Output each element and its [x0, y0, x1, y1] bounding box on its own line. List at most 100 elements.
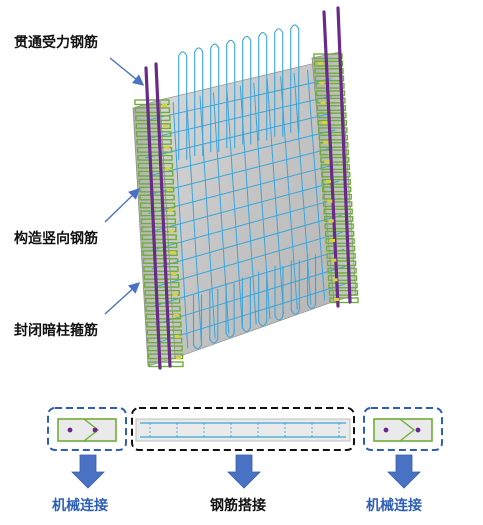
stirrup-left	[147, 353, 184, 360]
tie-mark	[334, 298, 339, 301]
tie-mark	[330, 239, 335, 242]
lap-bar-bottom	[307, 254, 317, 309]
lap-bar-bottom	[241, 277, 251, 333]
stirrup-right	[313, 53, 343, 60]
stirrup-right	[324, 223, 354, 230]
stirrup-left	[135, 131, 172, 137]
stirrup-right	[323, 215, 354, 222]
stirrup-right	[325, 245, 356, 252]
tie-mark	[170, 251, 176, 254]
stirrup-right	[323, 208, 353, 215]
stirrup-right	[329, 297, 359, 304]
mesh-horizontal-bar	[147, 146, 337, 196]
tie-mark	[165, 167, 171, 170]
lap-bar-top	[274, 28, 284, 137]
stirrup-left	[136, 146, 173, 153]
main-bars	[144, 6, 352, 370]
stirrup-left	[147, 345, 183, 352]
stirrup-right	[318, 134, 349, 141]
stirrup-right	[325, 238, 355, 245]
lap-bar-top	[210, 43, 220, 153]
main-bar-right-1	[322, 10, 340, 308]
lap-bar-bottom	[290, 260, 300, 315]
mesh-horizontal-bar	[151, 214, 342, 270]
left-bar-dot-1	[67, 427, 73, 433]
stirrup-left	[145, 305, 181, 312]
stirrup-left	[142, 250, 178, 257]
stirrup-right	[315, 82, 345, 89]
stirrup-left	[144, 281, 180, 288]
stirrup-left	[134, 99, 170, 106]
left-tie-triangle	[83, 418, 100, 442]
down-arrow-left	[71, 454, 105, 489]
lap-bar-bottom	[225, 283, 235, 338]
stirrup-left	[136, 138, 172, 145]
stirrup-right	[313, 60, 344, 67]
down-arrow-right	[387, 454, 421, 489]
tie-mark	[162, 104, 167, 107]
lap-bar-bottom	[209, 289, 219, 344]
stirrups-left	[134, 99, 184, 368]
right-tie-triangle	[399, 418, 416, 442]
tie-mark	[169, 230, 174, 233]
lap-bar-top	[178, 51, 188, 160]
lap-splice-frame	[131, 407, 355, 451]
stirrups-right	[313, 53, 359, 304]
tie-mark	[332, 278, 338, 282]
tie-mark	[174, 335, 180, 338]
mesh-vertical-bar	[186, 98, 202, 344]
right-bar-dot-2	[415, 427, 421, 433]
stirrup-left	[146, 321, 182, 328]
mesh-horizontal-bar	[145, 112, 334, 159]
stirrup-right	[319, 149, 350, 156]
stirrup-left	[141, 234, 177, 241]
stirrup-right	[322, 186, 352, 193]
tie-mark	[324, 160, 330, 164]
tie-mark	[320, 101, 326, 105]
lap-bar-top	[258, 32, 268, 141]
stirrup-right	[322, 193, 352, 200]
stirrup-left	[143, 273, 180, 280]
stirrup-left	[143, 266, 179, 272]
mesh-horizontal-bar	[155, 282, 347, 344]
mesh-horizontal-bar	[150, 197, 341, 251]
plan-label-middle: 钢筋搭接	[210, 498, 266, 514]
stirrup-left	[141, 242, 178, 249]
leader-closed-stirrup	[104, 282, 141, 315]
right-connection-frame	[363, 407, 443, 451]
main-bar-left-1	[144, 66, 162, 370]
tie-mark	[173, 314, 179, 317]
stirrup-right	[316, 105, 347, 111]
stirrup-left	[141, 226, 177, 233]
tie-mark	[327, 199, 333, 203]
lap-bar-top	[290, 24, 300, 133]
stirrup-left	[134, 107, 171, 114]
label-closed-stirrup: 封闭暗柱箍筋	[14, 323, 98, 339]
main-bar-right-2	[336, 6, 352, 304]
stirrup-right	[327, 267, 357, 274]
stirrup-left	[147, 337, 183, 344]
tie-mark	[167, 209, 173, 212]
tie-mark	[326, 180, 331, 183]
stirrup-right	[326, 252, 356, 259]
tie-mark	[172, 293, 178, 296]
mesh-horizontal-bar	[144, 95, 333, 141]
label-through-bar: 贯通受力钢筋	[14, 35, 98, 51]
mesh-horizontal-bar	[148, 163, 338, 214]
lap-bar-bottom	[192, 294, 203, 350]
down-arrow-middle	[227, 454, 261, 489]
lap-bars-bottom	[192, 254, 317, 350]
stirrup-left	[144, 297, 181, 304]
stirrup-right	[326, 260, 357, 267]
plan-detail	[47, 407, 443, 489]
lap-bar-bottom	[274, 265, 284, 321]
stirrup-right	[316, 97, 346, 104]
main-bar-left-2	[154, 62, 172, 368]
lap-bar-top	[242, 35, 252, 145]
lap-bar-top	[194, 47, 204, 156]
leader-vertical-bar	[104, 188, 141, 223]
right-bar-dot-1	[383, 427, 389, 433]
stirrup-left	[142, 258, 179, 264]
